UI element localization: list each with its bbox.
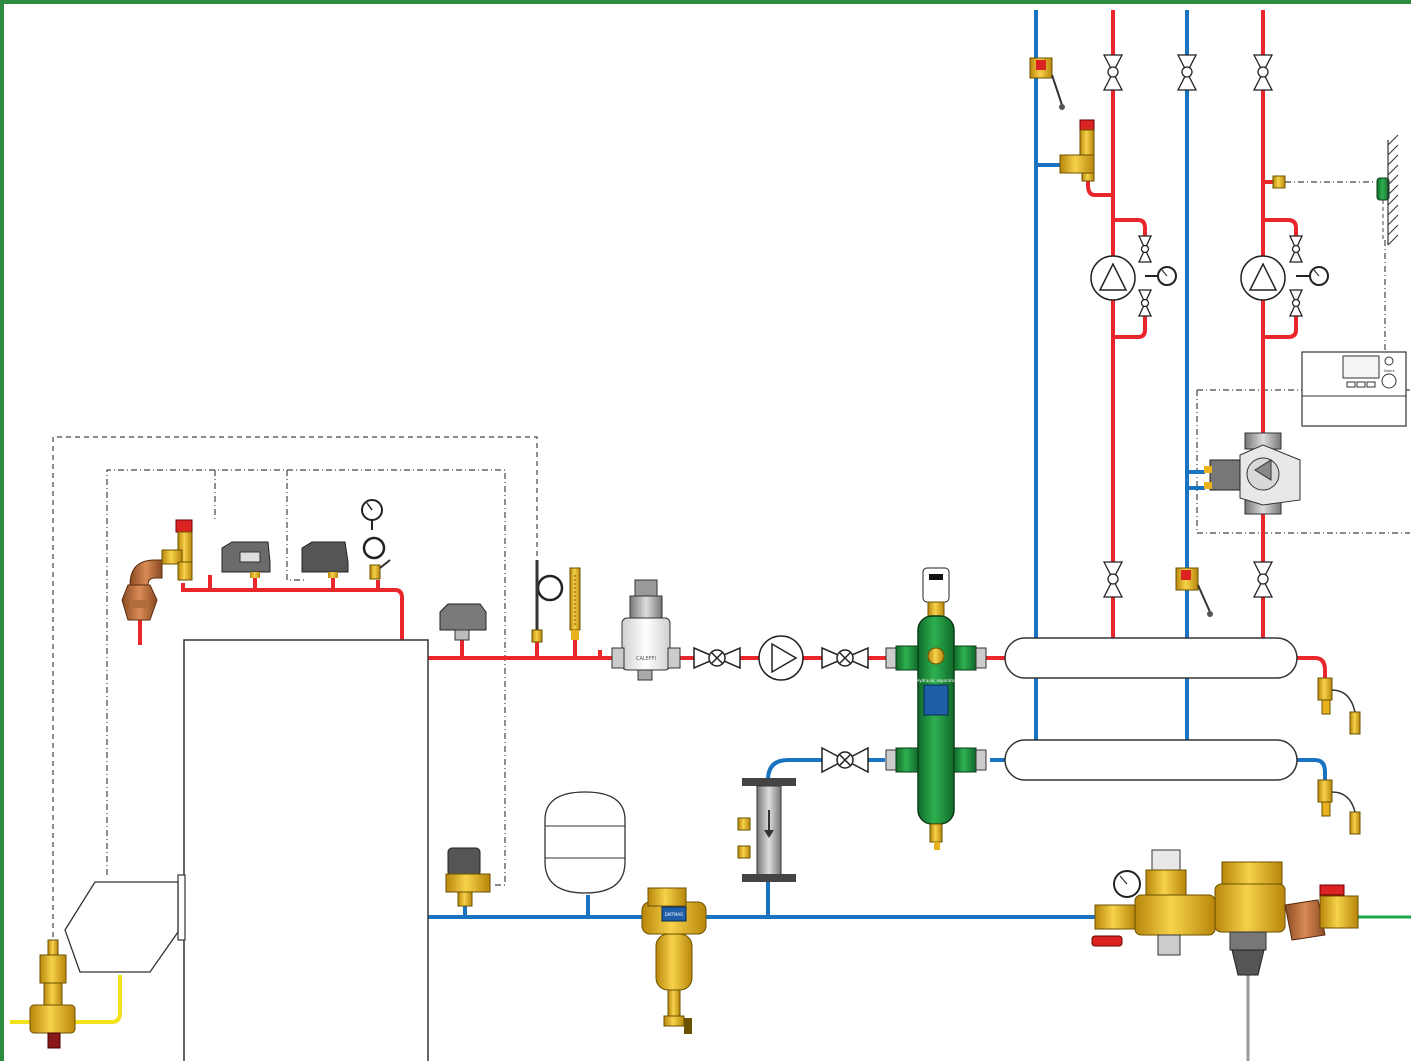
gate-valve-icon <box>693 646 741 670</box>
riser-safety-valve-icon <box>1059 119 1095 182</box>
pressure-switch-1-icon <box>221 541 271 578</box>
hydraulic-separator-icon: Hydraulic separator <box>885 567 987 850</box>
burner-flange <box>177 874 186 941</box>
safety-valve-icon <box>161 519 193 581</box>
mixing-valve-icon <box>1204 432 1301 515</box>
riser-pump-1-icon <box>1090 255 1136 301</box>
gate-valve-return-icon <box>821 746 869 774</box>
control-unit-knob-label: Select <box>1384 369 1395 373</box>
riser-pump-2-icon <box>1240 255 1286 301</box>
pressure-gauge-icon <box>361 499 391 580</box>
gas-pipe <box>10 975 122 1024</box>
thermometer-icon <box>569 567 581 640</box>
riser-gauge-1-icon <box>1145 266 1177 286</box>
riser-gauge-2-icon <box>1296 266 1329 286</box>
return-manifold-icon <box>1004 739 1298 781</box>
outdoor-sensor-icon <box>1376 134 1399 246</box>
air-separator-badge: CALEFFI <box>636 656 656 662</box>
burner-icon <box>64 881 179 973</box>
thermostat-icon <box>531 560 564 643</box>
air-vent-icon <box>445 847 491 907</box>
air-separator-icon: CALEFFI <box>611 579 681 681</box>
sensor-wiring <box>52 436 538 955</box>
boiler-icon <box>183 639 429 1061</box>
dirt-separator-badge: DIRTMAG <box>665 912 683 917</box>
return-pipes <box>428 10 1327 919</box>
expansion-vessel-icon <box>544 791 626 894</box>
filling-group-icon <box>1091 849 1359 976</box>
pressure-switch-2-icon <box>301 541 349 578</box>
inertia-tank-icon <box>737 778 796 882</box>
ball-valve-top-icon <box>1029 57 1065 110</box>
mixing-actuator-icon <box>439 603 487 641</box>
manifold-drain-flow-icon <box>1317 677 1361 735</box>
manifold-drain-return-icon <box>1317 779 1361 835</box>
flow-pipes <box>138 10 1327 680</box>
flow-manifold-icon <box>1004 637 1298 679</box>
control-unit-icon: Select <box>1301 351 1407 427</box>
dirt-separator-icon: DIRTMAG <box>641 887 707 1034</box>
separator-badge: Hydraulic separator <box>916 678 956 683</box>
expansion-elbow-icon <box>121 559 163 621</box>
riser-valves <box>1102 54 1304 598</box>
gas-valve-icon <box>29 939 76 1049</box>
immersion-sensor-icon <box>1272 175 1286 189</box>
circulator-pump-icon <box>758 635 804 681</box>
ball-valve-return-icon <box>1175 567 1213 617</box>
gate-valve-2-icon <box>821 646 869 670</box>
